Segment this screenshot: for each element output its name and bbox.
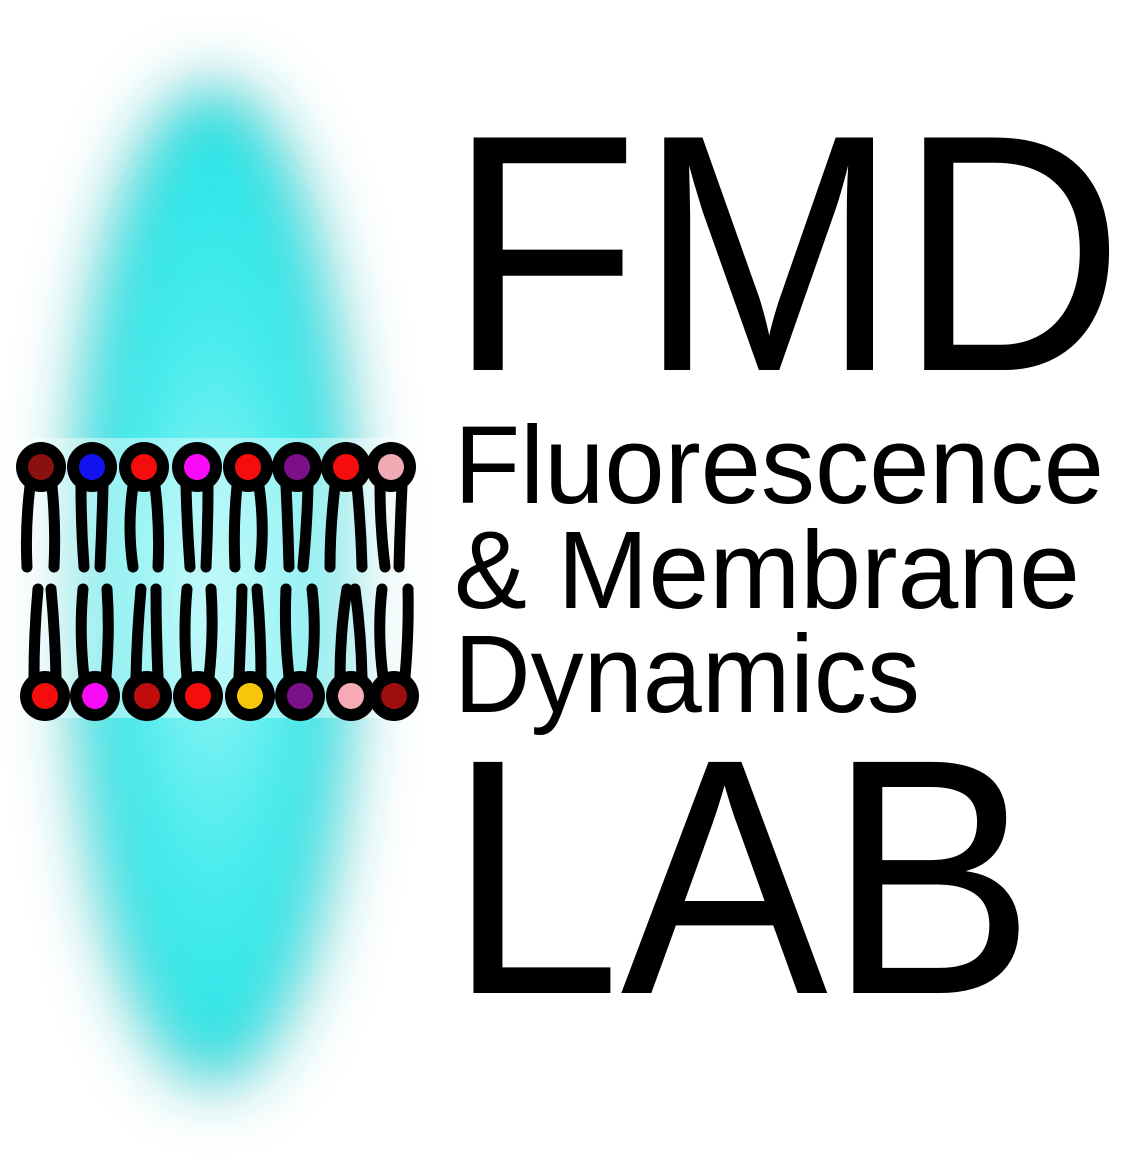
lipid-tail (305, 583, 320, 683)
lipid-head (28, 454, 54, 480)
lipid-tail (374, 583, 389, 683)
lipid-tail (393, 480, 408, 573)
logo-acronym: FMD (448, 64, 1124, 442)
lipid-tail (94, 480, 109, 573)
lipid-head (185, 683, 211, 709)
lipid-head (381, 683, 407, 709)
lipid-tail (130, 583, 147, 683)
lipid-tail (228, 480, 243, 573)
lipid-tail (349, 583, 368, 683)
lipid-tail (46, 480, 61, 573)
lipid-bilayer-icon (16, 442, 419, 721)
logo-name-line-3: Dynamics (454, 613, 920, 736)
lipid-head (134, 683, 160, 709)
lipid-head (237, 683, 263, 709)
lipid-head (333, 454, 359, 480)
lipid-head (79, 454, 105, 480)
lipid-head (235, 454, 261, 480)
lipid-tail (100, 583, 114, 683)
lipid-tail (233, 583, 248, 683)
lipid-head (284, 454, 310, 480)
lipid-tail (179, 583, 193, 683)
lipid-tail (75, 480, 90, 573)
logo-name-line-2: & Membrane (454, 509, 1080, 632)
lipid-tail (399, 583, 414, 683)
lipid-head (378, 454, 404, 480)
lipid-head (184, 454, 210, 480)
lipid-tail (20, 480, 36, 573)
lipid-tail (334, 583, 353, 683)
lipid-tail (297, 480, 314, 573)
lipid-head (82, 683, 108, 709)
lipid-tail (203, 583, 218, 683)
lipid-head (32, 683, 58, 709)
lipid-tail (253, 480, 268, 573)
lipid-head (287, 683, 313, 709)
lipid-tail (351, 480, 368, 573)
logo-lab-label: LAB (448, 690, 1035, 1065)
lipid-tail (279, 583, 295, 683)
lipid-tail (280, 480, 295, 573)
lipid-tail (75, 583, 90, 683)
logo-name-line-1: Fluorescence (454, 404, 1104, 527)
lipid-tail (200, 480, 214, 573)
lipid-tail (149, 480, 165, 573)
lipid-tail (150, 583, 164, 683)
lipid-tail (45, 583, 62, 683)
lipid-tail (124, 480, 139, 573)
lipid-head (338, 683, 364, 709)
lipid-tail (180, 480, 196, 573)
lipid-tail (374, 480, 391, 573)
lipid-head (131, 454, 157, 480)
lipid-tail (28, 583, 44, 683)
lipid-tail (324, 480, 341, 573)
lipid-tail (251, 583, 267, 683)
